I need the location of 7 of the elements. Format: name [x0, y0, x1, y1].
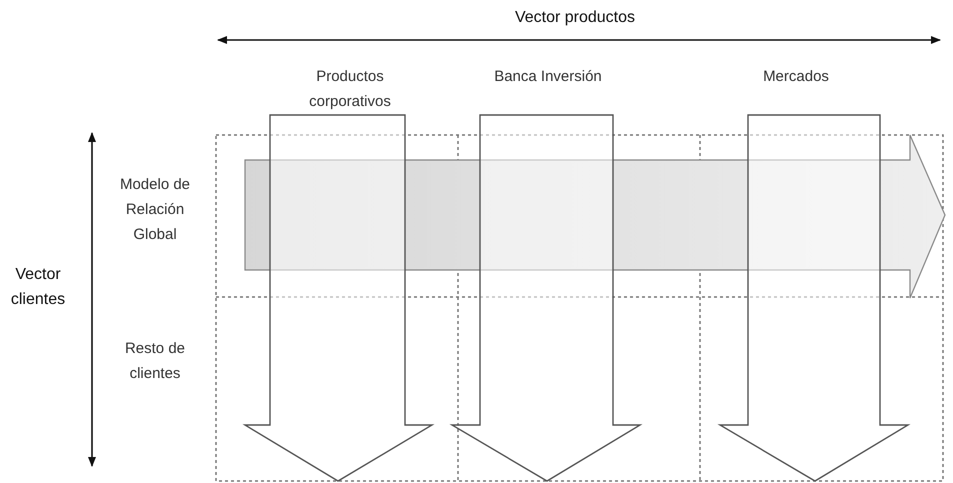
- column-header: Productos corporativos: [308, 67, 392, 112]
- axis-label: Vector productos: [514, 8, 636, 28]
- column-header: Banca Inversión: [493, 67, 603, 87]
- row-header: Resto de clientes: [124, 339, 186, 384]
- column-header: Mercados: [762, 67, 830, 87]
- axis-label: Vector clientes: [10, 265, 66, 310]
- row-header: Modelo de Relación Global: [118, 175, 192, 245]
